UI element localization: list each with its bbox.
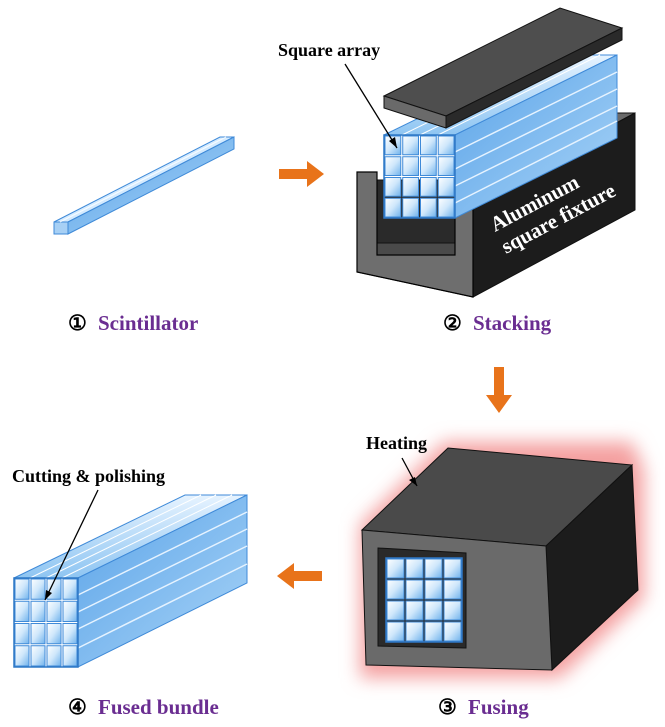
array-cell <box>14 600 30 622</box>
step-4-caption: ④ Fused bundle <box>68 695 219 719</box>
array-cell <box>424 579 443 600</box>
orange-arrow-left-icon <box>277 563 322 589</box>
array-frame <box>13 577 79 668</box>
array-cell <box>405 558 424 579</box>
array-cell <box>402 156 419 176</box>
square-array-pointer <box>344 63 398 149</box>
array-cell <box>384 177 402 197</box>
array-frame <box>383 134 456 219</box>
array-cell <box>437 197 455 218</box>
step-2-label: Stacking <box>473 311 552 335</box>
step-1-label: Scintillator <box>98 311 198 335</box>
array-cell <box>30 578 46 600</box>
array-cell <box>402 135 419 156</box>
array-cell <box>30 623 46 645</box>
orange-arrow-right-icon <box>279 161 324 187</box>
array-cell <box>405 600 424 621</box>
array-cell <box>386 579 405 600</box>
array-cell <box>402 177 419 197</box>
array-cell <box>14 623 30 645</box>
array-cell <box>386 600 405 621</box>
step-2-caption: ② Stacking <box>443 311 552 335</box>
step-3-caption: ③ Fusing <box>438 695 529 719</box>
fused-bundle <box>13 494 248 668</box>
array-cell <box>437 135 455 156</box>
array-cell <box>437 156 455 176</box>
array-cell <box>443 558 462 579</box>
orange-arrow-down-icon <box>486 367 512 413</box>
array-cell <box>46 623 62 645</box>
array-cell <box>424 558 443 579</box>
fused-array-face <box>385 557 463 643</box>
array-cell <box>386 621 405 642</box>
array-cell <box>384 197 402 218</box>
array-cell <box>405 579 424 600</box>
square-array-label: Square array <box>278 40 380 60</box>
array-frame <box>385 557 463 643</box>
array-cell <box>46 600 62 622</box>
array-cell <box>437 177 455 197</box>
array-cell <box>424 621 443 642</box>
array-cell <box>14 645 30 667</box>
array-cell <box>420 197 437 218</box>
array-cell <box>46 645 62 667</box>
array-cell <box>443 579 462 600</box>
array-cell <box>30 645 46 667</box>
heating-label: Heating <box>366 433 427 453</box>
array-cell <box>14 578 30 600</box>
step-3-label: Fusing <box>468 695 529 719</box>
array-cell <box>420 156 437 176</box>
bundle-array-face <box>13 577 79 668</box>
step-4-number: ④ <box>68 695 87 719</box>
scintillator-fiber <box>53 136 235 235</box>
array-cell <box>443 621 462 642</box>
step-1-caption: ① Scintillator <box>68 311 198 335</box>
heating-pointer <box>401 457 418 487</box>
array-cell <box>424 600 443 621</box>
array-cell <box>62 645 78 667</box>
array-cell <box>384 156 402 176</box>
step-4-label: Fused bundle <box>98 695 219 719</box>
array-cell <box>420 177 437 197</box>
array-cell <box>443 600 462 621</box>
fixture-lid <box>382 7 624 129</box>
array-cell <box>386 558 405 579</box>
array-cell <box>420 135 437 156</box>
step-3-number: ③ <box>438 695 457 719</box>
array-cell <box>402 197 419 218</box>
cutting-polishing-label: Cutting & polishing <box>12 466 165 486</box>
array-cell <box>405 621 424 642</box>
array-cell <box>62 600 78 622</box>
step-1-number: ① <box>68 311 87 335</box>
array-cell <box>62 623 78 645</box>
array-cell <box>30 600 46 622</box>
square-array-face <box>383 134 456 219</box>
cutting-pointer <box>44 489 99 601</box>
array-cell <box>384 135 402 156</box>
step-2-number: ② <box>443 311 462 335</box>
array-cell <box>62 578 78 600</box>
